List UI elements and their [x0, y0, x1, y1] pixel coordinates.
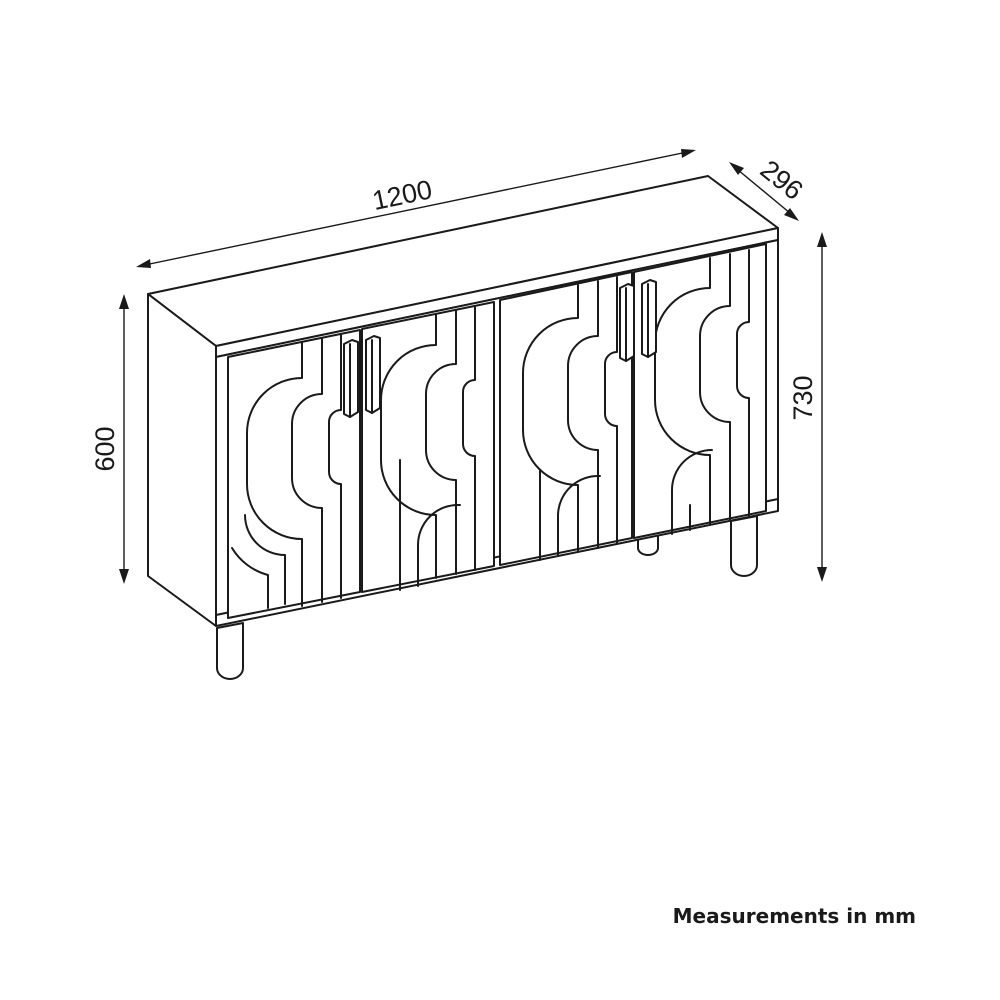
front-right-leg	[730, 515, 758, 577]
body-height-label: 600	[90, 426, 120, 471]
sideboard	[147, 175, 779, 680]
front-left-leg	[216, 622, 244, 680]
handle-door-2[interactable]	[365, 335, 381, 414]
door-2-arch-pattern	[380, 306, 476, 591]
body-height-dimension: 600	[90, 294, 129, 584]
door-3[interactable]	[499, 271, 633, 566]
handle-door-1[interactable]	[343, 339, 359, 418]
door-1-arch-pattern	[231, 333, 342, 609]
measurement-unit-caption: Measurements in mm	[672, 904, 916, 928]
total-height-label: 730	[788, 375, 818, 420]
door-4-arch-pattern	[654, 249, 750, 535]
width-label: 1200	[370, 174, 435, 216]
left-side-panel	[147, 293, 217, 627]
depth-label: 296	[755, 154, 809, 206]
door-2[interactable]	[361, 301, 495, 593]
handle-door-4[interactable]	[641, 279, 657, 358]
handle-door-3[interactable]	[619, 283, 635, 362]
total-height-dimension: 730	[788, 232, 827, 582]
door-3-arch-pattern	[522, 276, 618, 561]
